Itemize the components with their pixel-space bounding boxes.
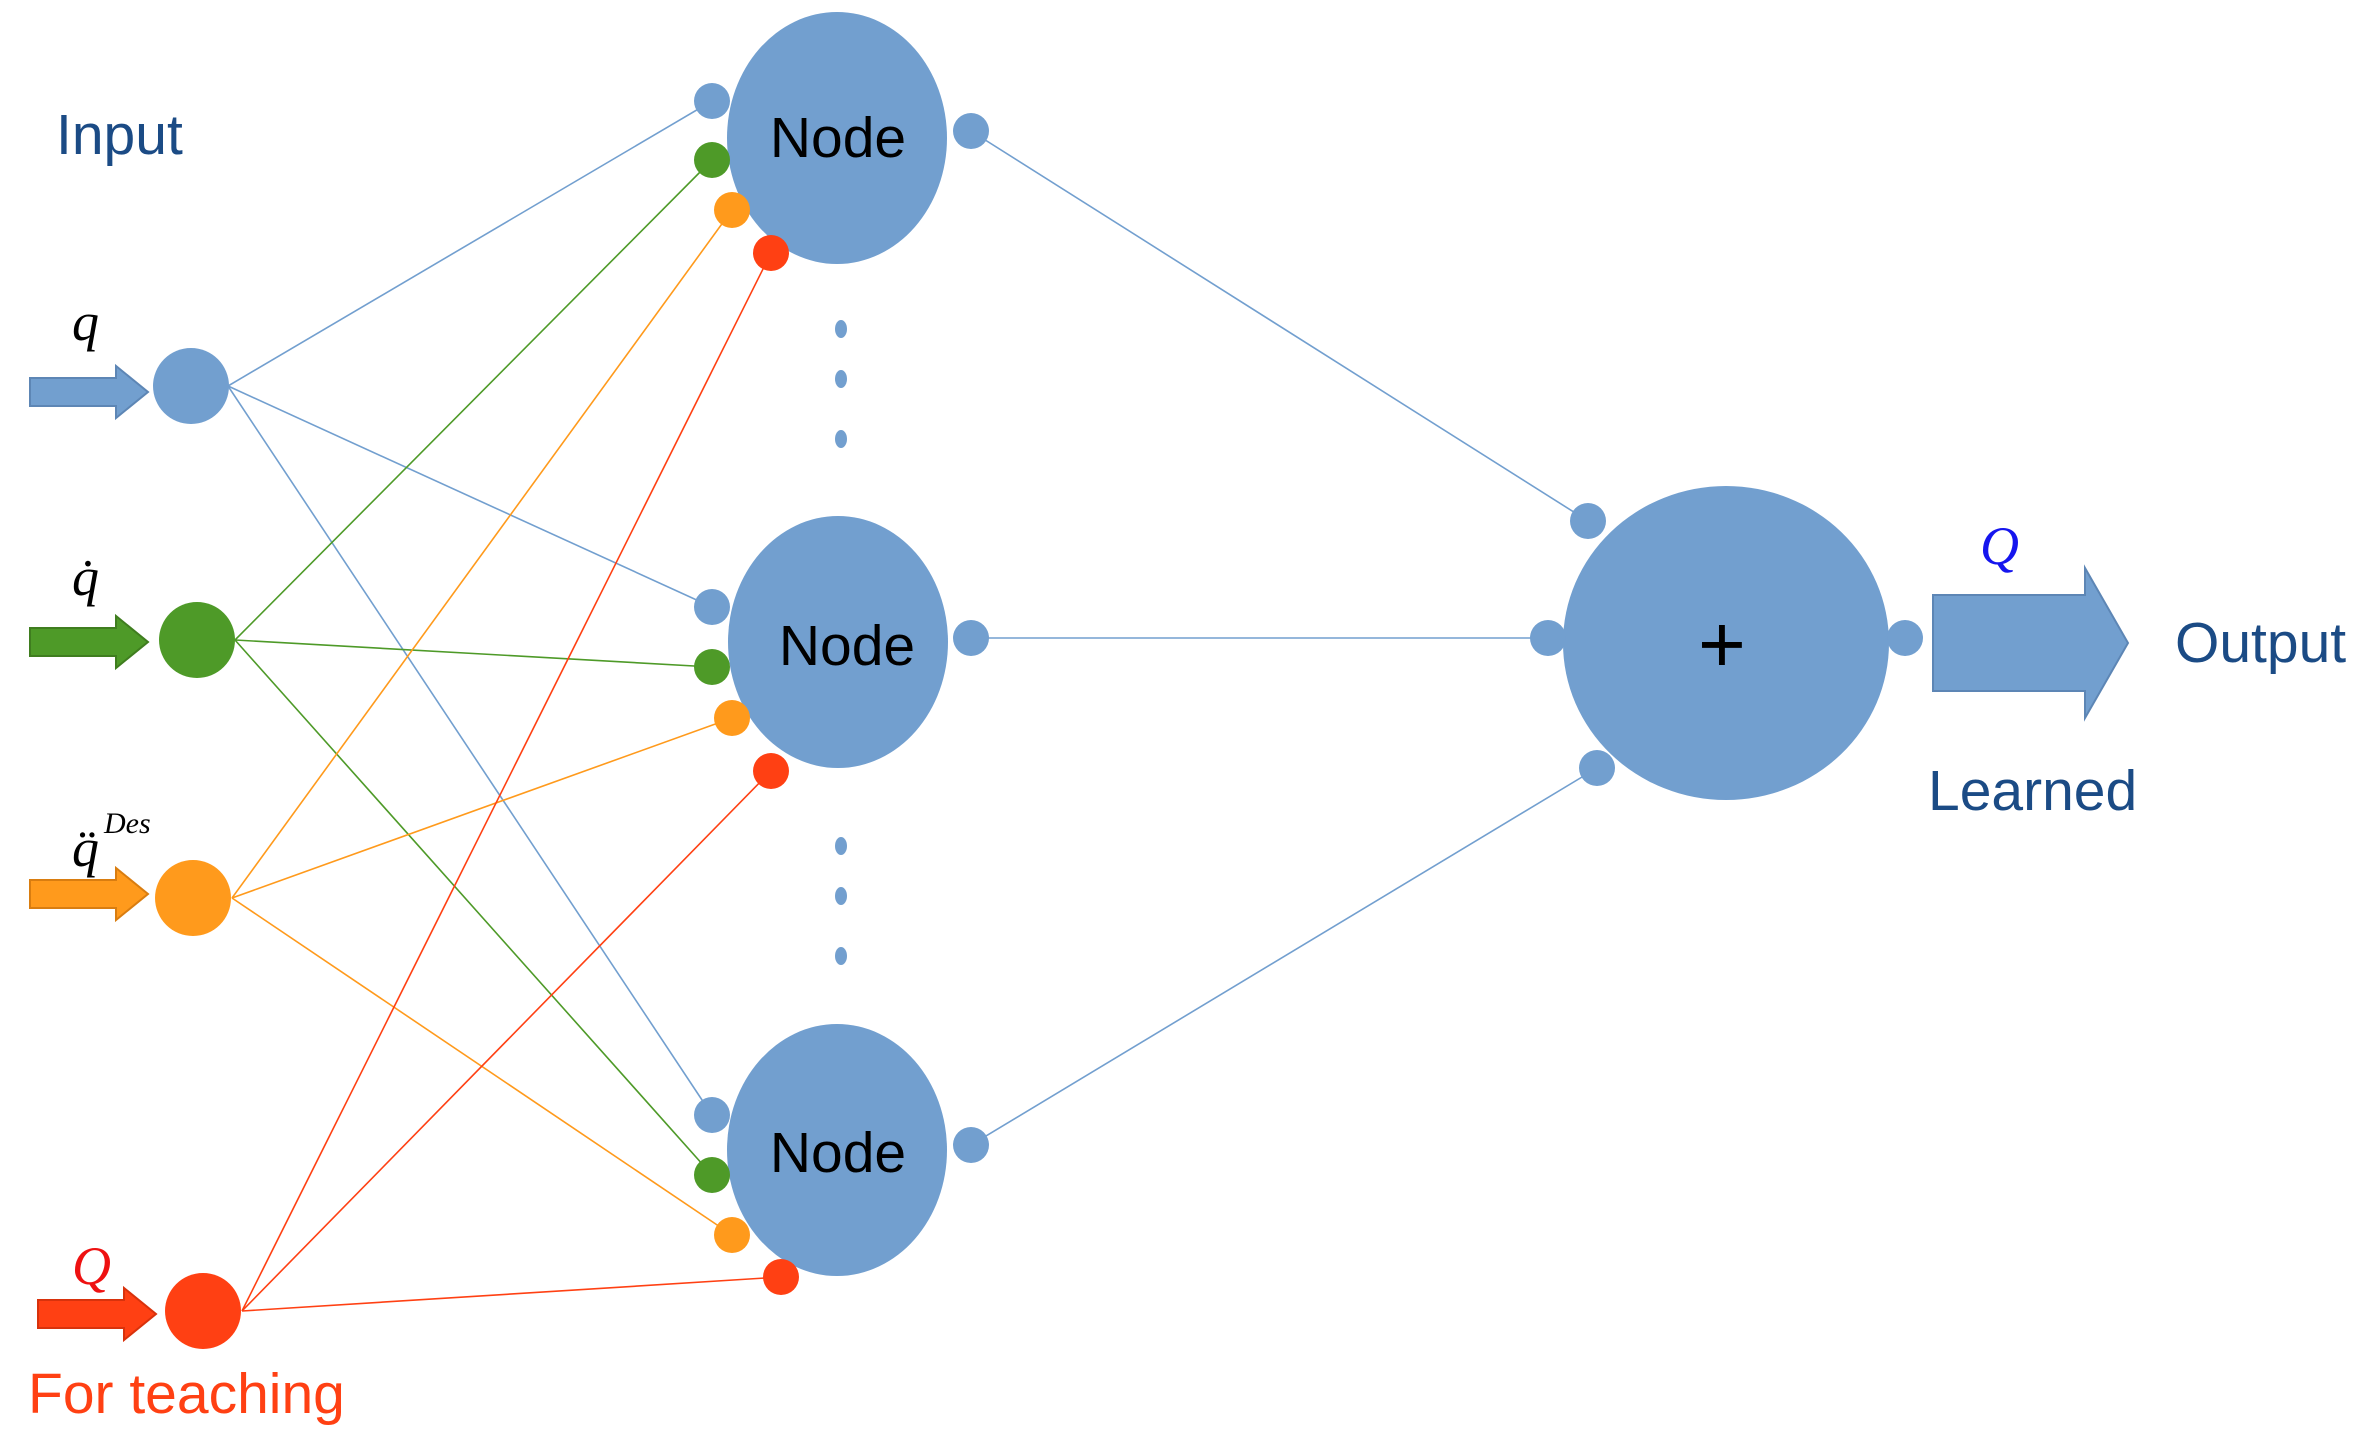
node-output-port bbox=[953, 113, 989, 149]
input-node-Q bbox=[165, 1273, 241, 1349]
input-node-qdot bbox=[159, 602, 235, 678]
sum-node: + bbox=[1530, 486, 1923, 800]
symbol-qddot: q̈ bbox=[72, 818, 99, 878]
node-output-port bbox=[953, 620, 989, 656]
symbol-Q-output: Q bbox=[1980, 516, 2019, 576]
sum-input-port-1 bbox=[1570, 503, 1606, 539]
input-arrow-Q bbox=[37, 1285, 158, 1343]
ellipsis-dot bbox=[835, 837, 847, 855]
line-node1-sum bbox=[970, 130, 1589, 522]
node-body bbox=[728, 516, 948, 768]
line-q-node2 bbox=[227, 385, 713, 608]
sum-input-port-3 bbox=[1579, 750, 1615, 786]
input-heading: Input bbox=[56, 103, 183, 167]
line-qdot-node2 bbox=[234, 639, 713, 668]
output-arrow bbox=[1932, 564, 2130, 722]
input-arrow-q bbox=[29, 363, 150, 421]
input-arrow-qdot bbox=[29, 613, 150, 671]
ellipsis-dot bbox=[835, 887, 847, 905]
node-output-port bbox=[953, 1127, 989, 1163]
line-qdot-node1 bbox=[234, 159, 713, 641]
node-label: Node bbox=[770, 106, 906, 170]
sum-input-port-2 bbox=[1530, 620, 1566, 656]
node-body bbox=[727, 12, 947, 264]
node-input-port-red bbox=[753, 753, 789, 789]
ellipsis-dot bbox=[835, 947, 847, 965]
line-qdot-node3 bbox=[234, 639, 713, 1176]
node-input-port-orange bbox=[714, 1217, 750, 1253]
hidden-node-1: Node bbox=[694, 12, 989, 271]
line-node3-sum bbox=[970, 767, 1598, 1146]
line-qddot-node1 bbox=[231, 209, 733, 899]
line-Q-node3 bbox=[241, 1276, 782, 1312]
connections bbox=[227, 100, 1598, 1312]
node-input-port-green bbox=[694, 142, 730, 178]
ellipsis-dot bbox=[835, 370, 847, 388]
node-label: Node bbox=[779, 614, 915, 678]
ellipsis-dots-upper bbox=[835, 320, 847, 448]
node-input-port-blue bbox=[694, 83, 730, 119]
ellipsis-dot bbox=[835, 430, 847, 448]
line-q-node3 bbox=[227, 385, 713, 1116]
input-arrow-qddot bbox=[29, 865, 150, 923]
node-input-port-blue bbox=[694, 1097, 730, 1133]
node-body bbox=[727, 1024, 947, 1276]
learned-label: Learned bbox=[1928, 759, 2137, 823]
ellipsis-dot bbox=[835, 320, 847, 338]
hidden-node-2: Node bbox=[694, 516, 989, 789]
symbol-Q-input: Q bbox=[72, 1236, 111, 1296]
sum-output-port bbox=[1887, 620, 1923, 656]
ellipsis-dots-lower bbox=[835, 837, 847, 965]
symbol-q: q bbox=[72, 292, 99, 352]
line-qddot-node2 bbox=[231, 717, 733, 899]
sum-node-body bbox=[1563, 486, 1889, 800]
node-input-port-orange bbox=[714, 192, 750, 228]
node-input-port-red bbox=[753, 235, 789, 271]
input-node-q bbox=[153, 348, 229, 424]
node-input-port-blue bbox=[694, 589, 730, 625]
for-teaching-label: For teaching bbox=[28, 1362, 345, 1426]
symbol-qddot-superscript: Des bbox=[103, 807, 151, 840]
line-Q-node1 bbox=[241, 252, 772, 1312]
symbol-qdot: q̇ bbox=[72, 547, 99, 607]
line-q-node1 bbox=[227, 100, 713, 387]
hidden-node-3: Node bbox=[694, 1024, 989, 1295]
node-input-port-red bbox=[763, 1259, 799, 1295]
sum-symbol: + bbox=[1698, 599, 1746, 690]
node-label: Node bbox=[770, 1121, 906, 1185]
output-heading: Output bbox=[2175, 611, 2346, 675]
input-circles bbox=[153, 348, 241, 1349]
node-input-port-green bbox=[694, 1157, 730, 1193]
input-arrows bbox=[29, 363, 158, 1343]
input-node-qddot bbox=[155, 860, 231, 936]
node-input-port-orange bbox=[714, 700, 750, 736]
line-Q-node2 bbox=[241, 770, 772, 1312]
node-input-port-green bbox=[694, 649, 730, 685]
